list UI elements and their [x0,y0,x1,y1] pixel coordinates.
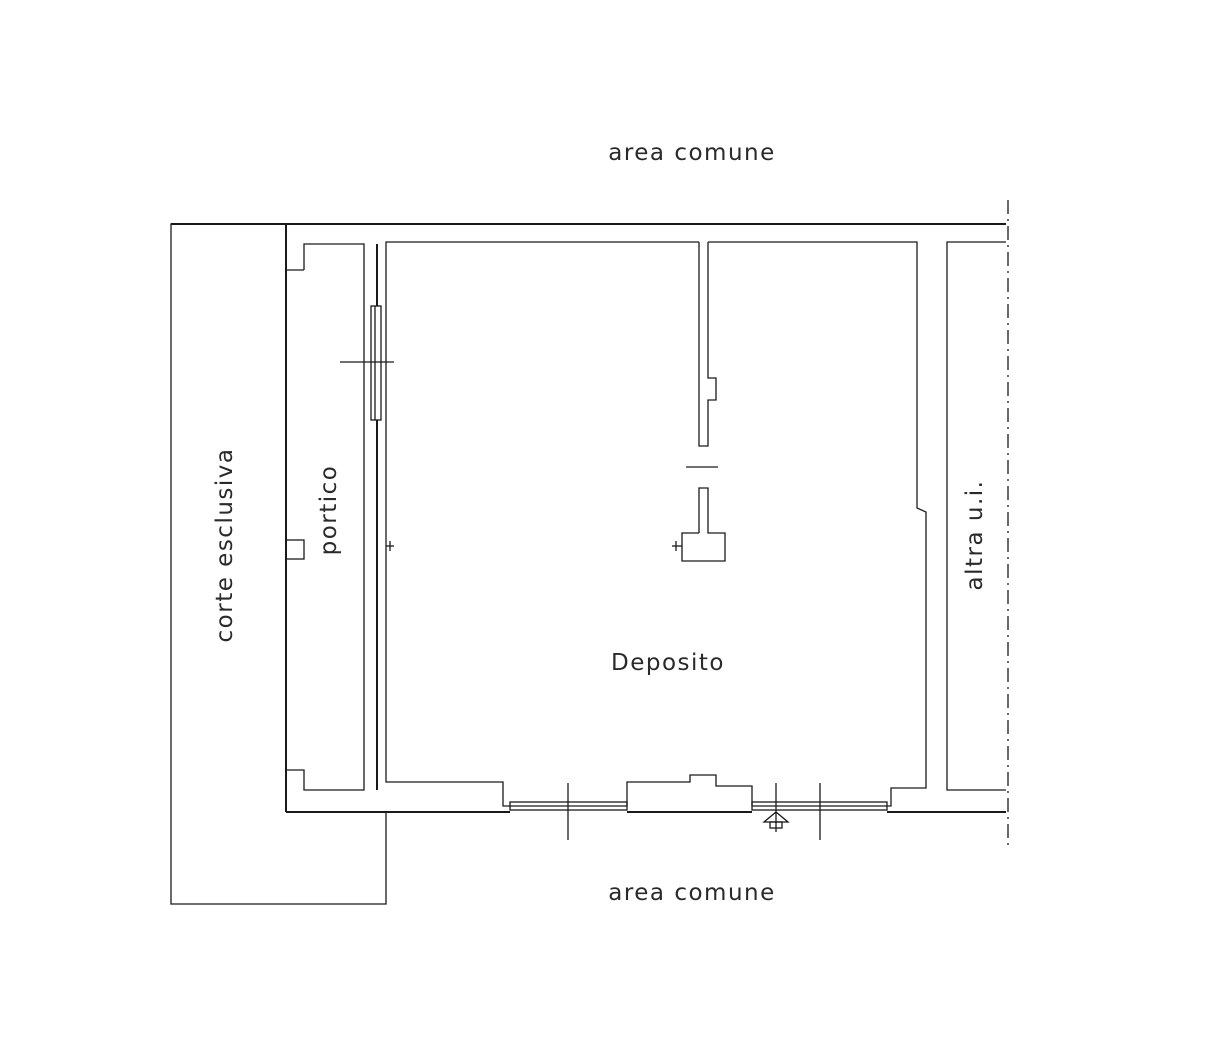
label-other-unit: altra u.i. [962,480,988,591]
label-deposit: Deposito [611,650,725,676]
internal-partition [672,242,726,562]
outer-walls [171,223,1006,813]
porch-outline [285,243,365,791]
deposit-outline [385,241,927,807]
label-bottom-common-area: area comune [608,880,776,906]
label-exclusive-yard: corte esclusiva [212,448,238,643]
other-unit-outline [946,241,1006,791]
bottom-openings [509,783,888,840]
label-porch: portico [316,465,342,556]
porch-door [340,244,394,790]
porch-pillar [285,539,305,560]
exclusive-yard-outline [170,223,387,905]
label-top-common-area: area comune [608,140,776,166]
